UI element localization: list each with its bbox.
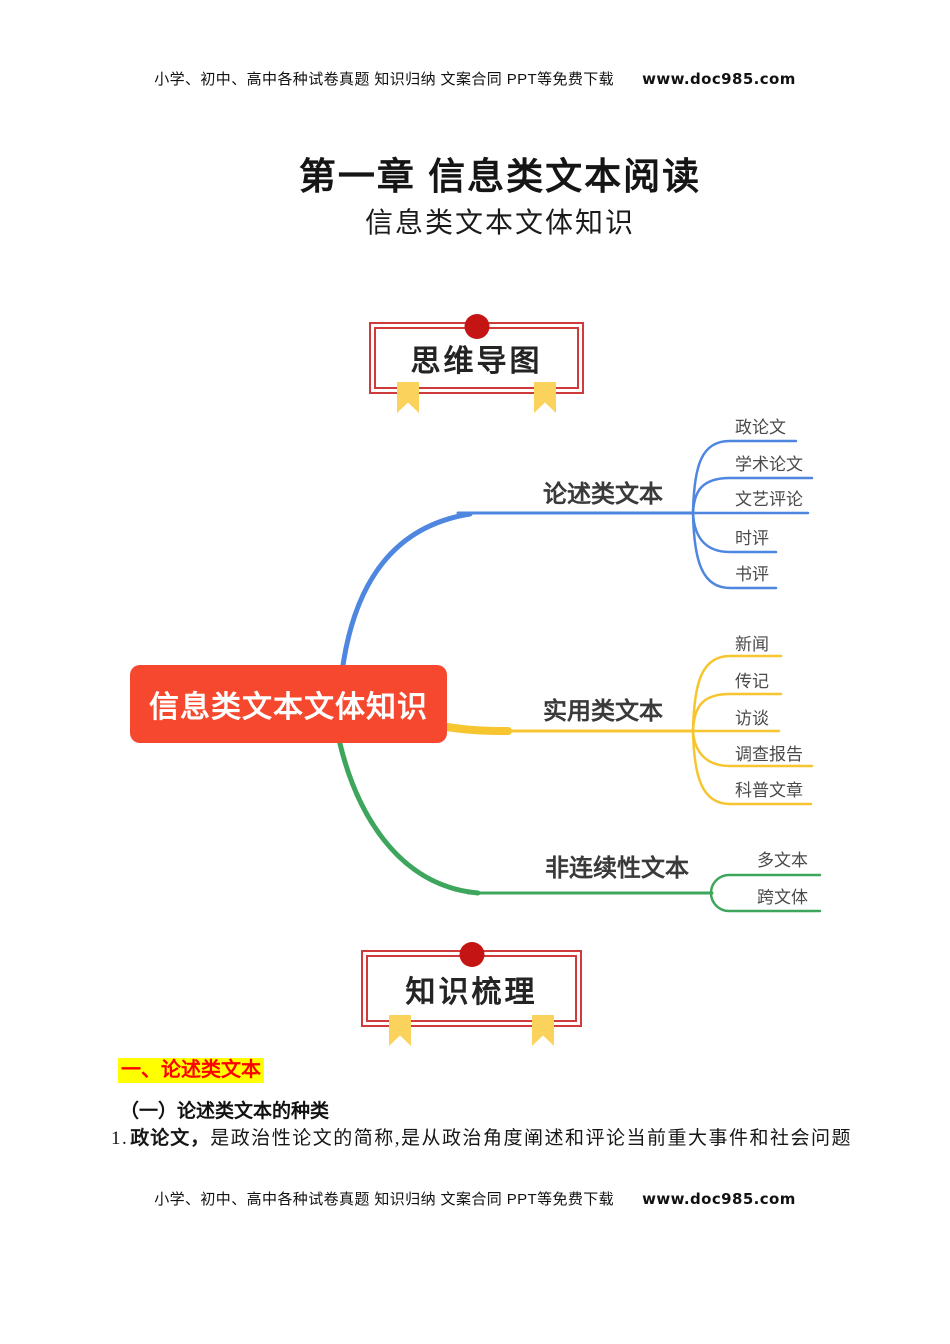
mindmap-root-label: 信息类文本文体知识 (149, 691, 428, 724)
mindmap-leaf: 新闻 (735, 635, 769, 654)
mindmap-leaf: 书评 (735, 565, 769, 584)
header-text: 小学、初中、高中各种试卷真题 知识归纳 文案合同 PPT等免费下载 (154, 71, 615, 88)
badge-label: 思维导图 (410, 345, 543, 378)
footer-site-url: www.doc985.com (642, 1190, 796, 1208)
mindmap-leaf: 多文本 (757, 851, 808, 870)
page-footer: 小学、初中、高中各种试卷真题 知识归纳 文案合同 PPT等免费下载 www.doc… (0, 1188, 950, 1209)
ribbon-icon (397, 382, 419, 413)
branch-label-argumentative: 论述类文本 (543, 481, 663, 508)
term-bold: 政论文， (130, 1128, 211, 1149)
footer-text: 小学、初中、高中各种试卷真题 知识归纳 文案合同 PPT等免费下载 (154, 1191, 615, 1208)
ribbon-icon (534, 382, 556, 413)
ribbon-icon (389, 1015, 411, 1046)
chapter-title: 第一章 信息类文本阅读 (298, 156, 702, 197)
badge-inner-frame: 思维导图 (374, 327, 579, 389)
mindmap-leaf: 学术论文 (735, 455, 803, 474)
header-site-url: www.doc985.com (642, 70, 796, 88)
body-paragraph: 1.政论文，是政治性论文的简称,是从政治角度阐述和评论当前重大事件和社会问题 (111, 1128, 911, 1151)
list-number: 1. (111, 1128, 129, 1149)
section-heading-highlighted: 一、论述类文本 (118, 1058, 264, 1083)
mindmap-leaf: 访谈 (735, 709, 769, 728)
page-subtitle: 信息类文本文体知识 (364, 207, 635, 238)
subsection-heading: （一）论述类文本的种类 (120, 1101, 330, 1122)
mindmap-leaf: 调查报告 (735, 745, 803, 764)
mindmap-leaf: 科普文章 (735, 781, 803, 800)
mindmap-leaf: 文艺评论 (735, 490, 803, 509)
term-definition: 是政治性论文的简称,是从政治角度阐述和评论当前重大事件和社会问题 (210, 1128, 853, 1149)
branch-label-noncontinuous: 非连续性文本 (545, 855, 689, 882)
mindmap-leaf: 时评 (735, 529, 769, 548)
knowledge-stamp-badge: 知识梳理 (361, 942, 582, 1046)
branch-label-practical: 实用类文本 (543, 698, 663, 725)
mindmap-leaf: 政论文 (735, 418, 786, 437)
mindmap-stamp-badge: 思维导图 (369, 314, 584, 413)
ribbon-icon (532, 1015, 554, 1046)
mindmap-leaf: 跨文体 (757, 888, 808, 907)
red-dot-icon (464, 314, 489, 339)
mindmap-root-node: 信息类文本文体知识 (130, 665, 447, 743)
mindmap-leaf: 传记 (735, 672, 769, 691)
page-header: 小学、初中、高中各种试卷真题 知识归纳 文案合同 PPT等免费下载 www.doc… (0, 68, 950, 89)
red-dot-icon (459, 942, 484, 967)
badge-label: 知识梳理 (405, 975, 538, 1009)
